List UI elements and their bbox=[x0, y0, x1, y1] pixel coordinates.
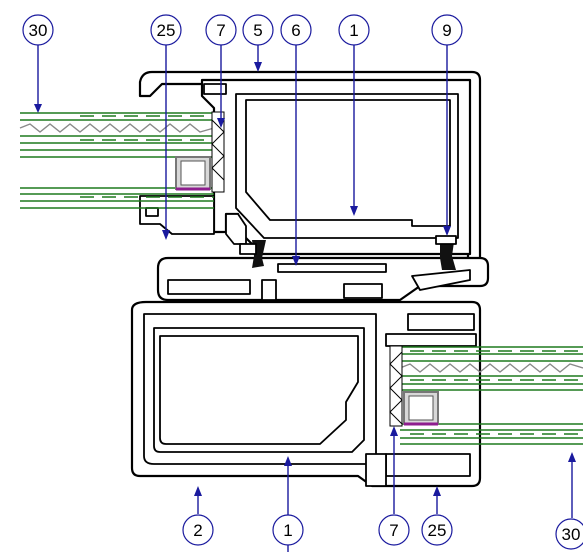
callout-label: 7 bbox=[389, 521, 398, 540]
callout-top-5: 5 bbox=[242, 14, 274, 46]
callout-label: 1 bbox=[283, 521, 292, 540]
callout-bottom-1: 1 bbox=[272, 514, 304, 546]
callout-label: 6 bbox=[291, 21, 300, 40]
gasket-right bbox=[440, 242, 456, 270]
callout-top-9: 9 bbox=[431, 14, 463, 46]
callout-bottom-7: 7 bbox=[378, 514, 410, 546]
callout-label: 1 bbox=[349, 21, 358, 40]
callout-label: 25 bbox=[428, 521, 447, 540]
callout-bottom-25: 25 bbox=[421, 514, 453, 546]
callout-label: 2 bbox=[193, 521, 202, 540]
callout-top-25: 25 bbox=[150, 14, 182, 46]
callout-label: 9 bbox=[442, 21, 451, 40]
leader-lines bbox=[34, 45, 576, 552]
lower-glazing-unit bbox=[389, 345, 583, 445]
callout-label: 25 bbox=[157, 21, 176, 40]
center-transom-profile bbox=[156, 256, 490, 302]
callout-top-7: 7 bbox=[205, 14, 237, 46]
callout-label: 30 bbox=[29, 21, 48, 40]
upper-sash-profile bbox=[138, 70, 482, 272]
gaskets bbox=[239, 235, 457, 270]
callout-label: 30 bbox=[562, 525, 581, 544]
callout-label: 7 bbox=[216, 21, 225, 40]
callout-label: 5 bbox=[253, 21, 262, 40]
callout-top-1: 1 bbox=[338, 14, 370, 46]
callout-bottom-30: 30 bbox=[555, 518, 583, 550]
callout-top-6: 6 bbox=[280, 14, 312, 46]
callout-bottom-2: 2 bbox=[182, 514, 214, 546]
upper-glazing-unit bbox=[19, 111, 225, 209]
callout-top-30: 30 bbox=[22, 14, 54, 46]
